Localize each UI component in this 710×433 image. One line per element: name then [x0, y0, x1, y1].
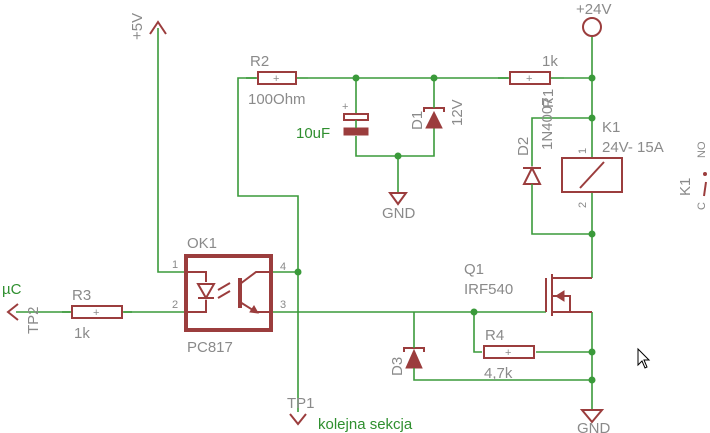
- gnd-top-label: GND: [382, 205, 416, 222]
- ground-icon: [388, 192, 408, 206]
- r3-mark: +: [93, 307, 99, 319]
- junction-dot: [588, 74, 596, 82]
- next-section-label: kolejna sekcja: [318, 416, 413, 433]
- supply-arrow-icon: [149, 20, 167, 35]
- junction-dot: [470, 308, 478, 316]
- k1-name: K1: [602, 119, 620, 136]
- q1-name: Q1: [464, 261, 484, 278]
- resistor-r1: + 1k R1: [498, 53, 564, 108]
- k1-pin1: 1: [577, 148, 589, 154]
- plus24v-supply: +24V: [576, 1, 611, 37]
- r4-name: R4: [485, 327, 504, 344]
- junction-dot: [394, 152, 402, 160]
- r4-value: 4,7k: [484, 365, 513, 382]
- relay-k1: 1 2 K1 24V- 15A: [561, 119, 664, 208]
- testpoint-arrow-icon: [6, 303, 19, 321]
- resistor-r4: + R4 4,7k: [483, 327, 535, 382]
- uc-label: µC: [2, 281, 22, 298]
- junction-dot: [430, 74, 438, 82]
- plus5v-label: +5V: [129, 13, 146, 40]
- ok1-pin4: 4: [280, 261, 286, 273]
- ok1-pin1: 1: [172, 259, 178, 271]
- d2-value: 1N4007: [539, 97, 556, 150]
- mouse-cursor-icon: [637, 347, 651, 369]
- k1-contact-name: K1: [677, 178, 694, 196]
- k1-pin2: 2: [577, 202, 589, 208]
- d3-name: D3: [389, 357, 406, 376]
- junction-dot: [352, 74, 360, 82]
- relay-k1-contact: K1 C NO: [677, 141, 708, 210]
- junction-dot: [588, 230, 596, 238]
- ground-icon: [579, 409, 605, 424]
- d2-name: D2: [515, 137, 532, 156]
- plus24v-label: +24V: [576, 1, 611, 18]
- supply-circle-icon: [582, 17, 602, 37]
- zener-d1: D1 12V: [409, 99, 466, 130]
- d1-value: 12V: [449, 99, 466, 126]
- gnd-bottom-symbol: GND: [577, 409, 611, 433]
- diode-d2: D2 1N4007: [515, 97, 556, 190]
- ok1-pin3: 3: [280, 299, 286, 311]
- testpoint-arrow-icon: [289, 413, 307, 426]
- resistor-r3: + R3 1k: [62, 287, 132, 342]
- k1-value: 24V- 15A: [602, 139, 664, 156]
- optocoupler-ok1: OK1 PC817 1 2 3 4: [172, 235, 286, 356]
- testpoint-tp2: µC TP2: [2, 281, 42, 334]
- ok1-name: OK1: [187, 235, 217, 252]
- ok1-pin2: 2: [172, 299, 178, 311]
- r2-value: 100Ohm: [248, 91, 306, 108]
- k1-contact-no: NO: [696, 141, 708, 158]
- r3-value: 1k: [74, 325, 90, 342]
- gnd-top-symbol: GND: [382, 192, 416, 222]
- junction-dot: [588, 114, 596, 122]
- r1-name: R1: [540, 89, 557, 108]
- junctions: [294, 74, 596, 384]
- q1-value: IRF540: [464, 281, 513, 298]
- r3-name: R3: [72, 287, 91, 304]
- r1-value: 1k: [542, 53, 558, 70]
- c-polarity: +: [342, 101, 348, 113]
- capacitor-10uf: + 10uF: [296, 101, 369, 142]
- tp2-label: TP2: [25, 306, 42, 334]
- testpoint-tp1: TP1 kolejna sekcja: [287, 395, 413, 433]
- r2-name: R2: [250, 53, 269, 70]
- junction-dot: [588, 376, 596, 384]
- wires: [16, 28, 593, 412]
- c-value: 10uF: [296, 125, 330, 142]
- resistor-r2: + R2 100Ohm: [246, 53, 308, 108]
- mosfet-q1: Q1 IRF540: [464, 261, 592, 316]
- plus5v-supply: +5V: [129, 13, 167, 40]
- k1-contact-c: C: [696, 202, 708, 210]
- junction-dot: [588, 348, 596, 356]
- gnd-bottom-label: GND: [577, 420, 611, 433]
- r4-mark: +: [505, 347, 511, 359]
- r1-mark: +: [526, 73, 532, 85]
- tp1-label: TP1: [287, 395, 315, 412]
- junction-dot: [294, 268, 302, 276]
- ok1-value: PC817: [187, 339, 233, 356]
- zener-d3: D3: [389, 340, 425, 376]
- r2-mark: +: [273, 73, 279, 85]
- d1-name: D1: [409, 111, 426, 130]
